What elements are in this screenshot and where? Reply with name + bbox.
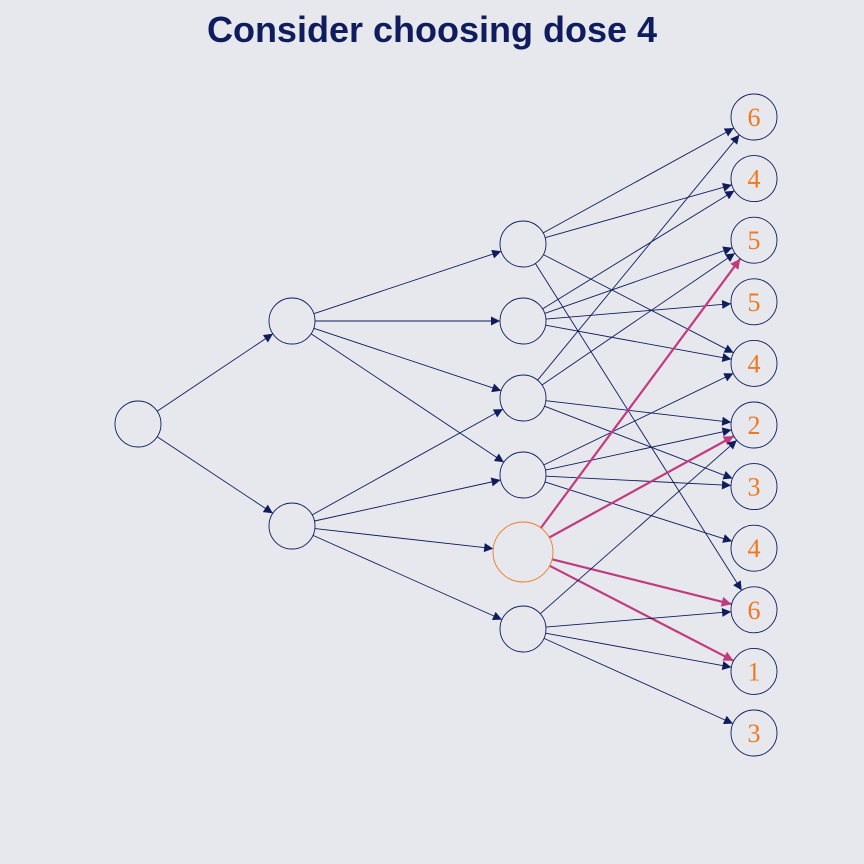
outcome-label: 4 — [748, 534, 761, 563]
outcome-node: 1 — [730, 647, 778, 695]
outcome-label: 5 — [748, 226, 761, 255]
outcome-node: 3 — [730, 463, 778, 511]
node-b6 — [499, 605, 547, 653]
node-a1 — [268, 297, 316, 345]
outcome-circle — [730, 155, 778, 203]
edge-a1-b1 — [313, 249, 502, 315]
edge-b3-o6 — [545, 400, 732, 426]
edge-b3-o1 — [537, 134, 740, 381]
edge-a2-b4 — [314, 477, 501, 522]
page-title: Consider choosing dose 4 — [206, 9, 658, 50]
outcome-circle — [730, 524, 778, 572]
edge-b6-o10 — [545, 632, 732, 671]
outcome-node: 2 — [730, 401, 778, 449]
outcome-circle — [730, 339, 778, 387]
edge-b5-o9-highlighted — [551, 558, 732, 607]
outcome-node: 5 — [730, 216, 778, 264]
node-b2 — [499, 297, 547, 345]
edge-a2-b6 — [312, 534, 503, 621]
edge-a2-b3 — [311, 408, 504, 516]
edge-b1-o5 — [543, 254, 734, 354]
outcome-label: 1 — [748, 657, 761, 686]
edge-b6-o11 — [543, 637, 734, 725]
edge-b2-o3 — [544, 246, 733, 314]
outcome-label: 5 — [748, 288, 761, 317]
node-b5-selected — [492, 521, 554, 583]
outcome-circle — [730, 463, 778, 511]
outcome-node: 5 — [730, 278, 778, 326]
outcome-node: 6 — [730, 93, 778, 141]
outcome-label: 3 — [748, 473, 761, 502]
nodes-layer: 6 4 5 5 4 2 3 4 6 1 3 — [114, 93, 778, 757]
edge-a1-b3 — [313, 327, 502, 393]
edge-b2-o5 — [545, 324, 732, 363]
outcome-circle — [730, 709, 778, 757]
edge-b4-o8 — [544, 481, 733, 543]
outcome-label: 2 — [748, 411, 761, 440]
edge-b2-o2 — [542, 190, 735, 310]
edge-a1-b4 — [310, 333, 505, 463]
outcome-circle — [730, 278, 778, 326]
outcome-label: 6 — [748, 596, 761, 625]
edge-b3-o7 — [544, 405, 733, 480]
edge-b6-o9 — [545, 607, 732, 628]
outcome-label: 4 — [748, 349, 761, 378]
edge-b2-o4 — [545, 299, 732, 320]
outcome-label: 3 — [748, 719, 761, 748]
outcome-circle — [730, 216, 778, 264]
node-b1 — [499, 220, 547, 268]
outcome-label: 4 — [748, 165, 761, 194]
edge-b1-o9 — [534, 263, 743, 591]
edge-b5-o10-highlighted — [549, 564, 735, 662]
outcome-node: 4 — [730, 524, 778, 572]
edge-b4-o6 — [545, 427, 732, 471]
edge-b4-o5 — [543, 372, 734, 466]
outcome-node: 3 — [730, 709, 778, 757]
node-root — [114, 400, 162, 448]
outcome-node: 4 — [730, 155, 778, 203]
edge-a2-b5 — [314, 528, 494, 553]
outcome-circle — [730, 586, 778, 634]
node-b4 — [499, 451, 547, 499]
edge-root-a1 — [156, 333, 274, 412]
edge-b6-o6 — [539, 439, 738, 615]
outcome-node: 4 — [730, 339, 778, 387]
edge-b1-o2 — [544, 183, 733, 239]
edge-b5-o6-highlighted — [548, 435, 735, 539]
outcome-label: 6 — [748, 103, 761, 132]
outcome-circle — [730, 93, 778, 141]
edge-b1-o1 — [542, 127, 735, 234]
edges-layer — [156, 127, 743, 725]
edge-b5-o3-highlighted — [540, 258, 742, 529]
edge-b3-o3 — [541, 252, 736, 386]
edge-root-a2 — [156, 436, 274, 514]
outcome-node: 6 — [730, 586, 778, 634]
outcome-circle — [730, 647, 778, 695]
node-b3 — [499, 374, 547, 422]
node-a2 — [268, 502, 316, 550]
outcome-circle — [730, 401, 778, 449]
